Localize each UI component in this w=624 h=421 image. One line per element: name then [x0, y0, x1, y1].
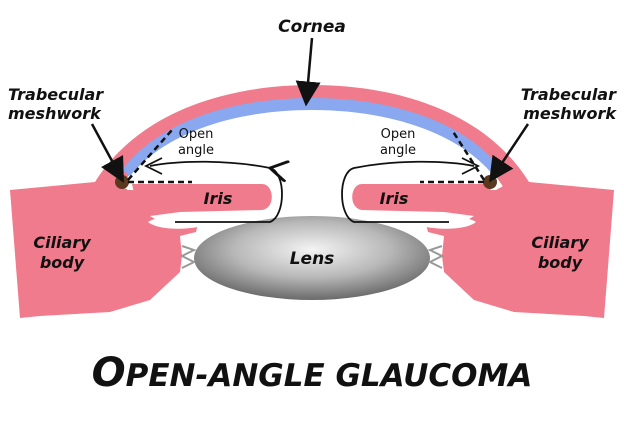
label-iris-left: Iris	[204, 189, 233, 208]
cornea-pointer	[295, 37, 321, 107]
label-open-angle-left-2: angle	[178, 143, 214, 158]
ciliary-body-left	[10, 182, 270, 318]
label-lens: Lens	[290, 249, 335, 269]
title-rest: PEN-ANGLE GLAUCOMA	[126, 358, 533, 394]
iris-left	[132, 184, 272, 210]
trabecular-right-pointer	[489, 123, 530, 183]
label-ciliary-right-1: Ciliary	[531, 233, 589, 252]
label-trabecular-left-2: meshwork	[8, 104, 102, 123]
label-ciliary-left-1: Ciliary	[33, 233, 91, 252]
trabecular-meshwork-right	[483, 175, 497, 189]
flow-arrow-left-head	[143, 157, 163, 175]
label-iris-right: Iris	[380, 189, 409, 208]
diagram-title: OPEN-ANGLE GLAUCOMA	[92, 350, 533, 396]
angle-dashed-left-diag	[127, 129, 173, 181]
label-cornea: Cornea	[278, 17, 346, 37]
zonules-right	[427, 245, 445, 269]
trabecular-meshwork-left	[115, 175, 129, 189]
trabecular-left-pointer	[90, 123, 124, 183]
ciliary-body-right	[354, 182, 614, 318]
flow-arrow-right-head	[461, 157, 481, 175]
title-first-letter: O	[92, 350, 126, 396]
cornea-sclera-arch	[95, 85, 529, 190]
label-open-angle-right-1: Open	[381, 127, 416, 142]
label-trabecular-right-1: Trabecular	[521, 85, 617, 104]
zonules-left	[179, 245, 197, 269]
lens	[194, 216, 430, 300]
label-ciliary-right-2: body	[538, 253, 583, 272]
cornea-band	[122, 98, 502, 176]
flow-arrow-right	[341, 160, 475, 223]
flow-arrow-left	[149, 162, 282, 223]
iris-right	[352, 184, 492, 210]
label-open-angle-left-1: Open	[179, 127, 214, 142]
label-trabecular-right-2: meshwork	[523, 104, 617, 123]
label-open-angle-right-2: angle	[380, 143, 416, 158]
label-trabecular-left-1: Trabecular	[8, 85, 104, 104]
label-ciliary-left-2: body	[40, 253, 85, 272]
